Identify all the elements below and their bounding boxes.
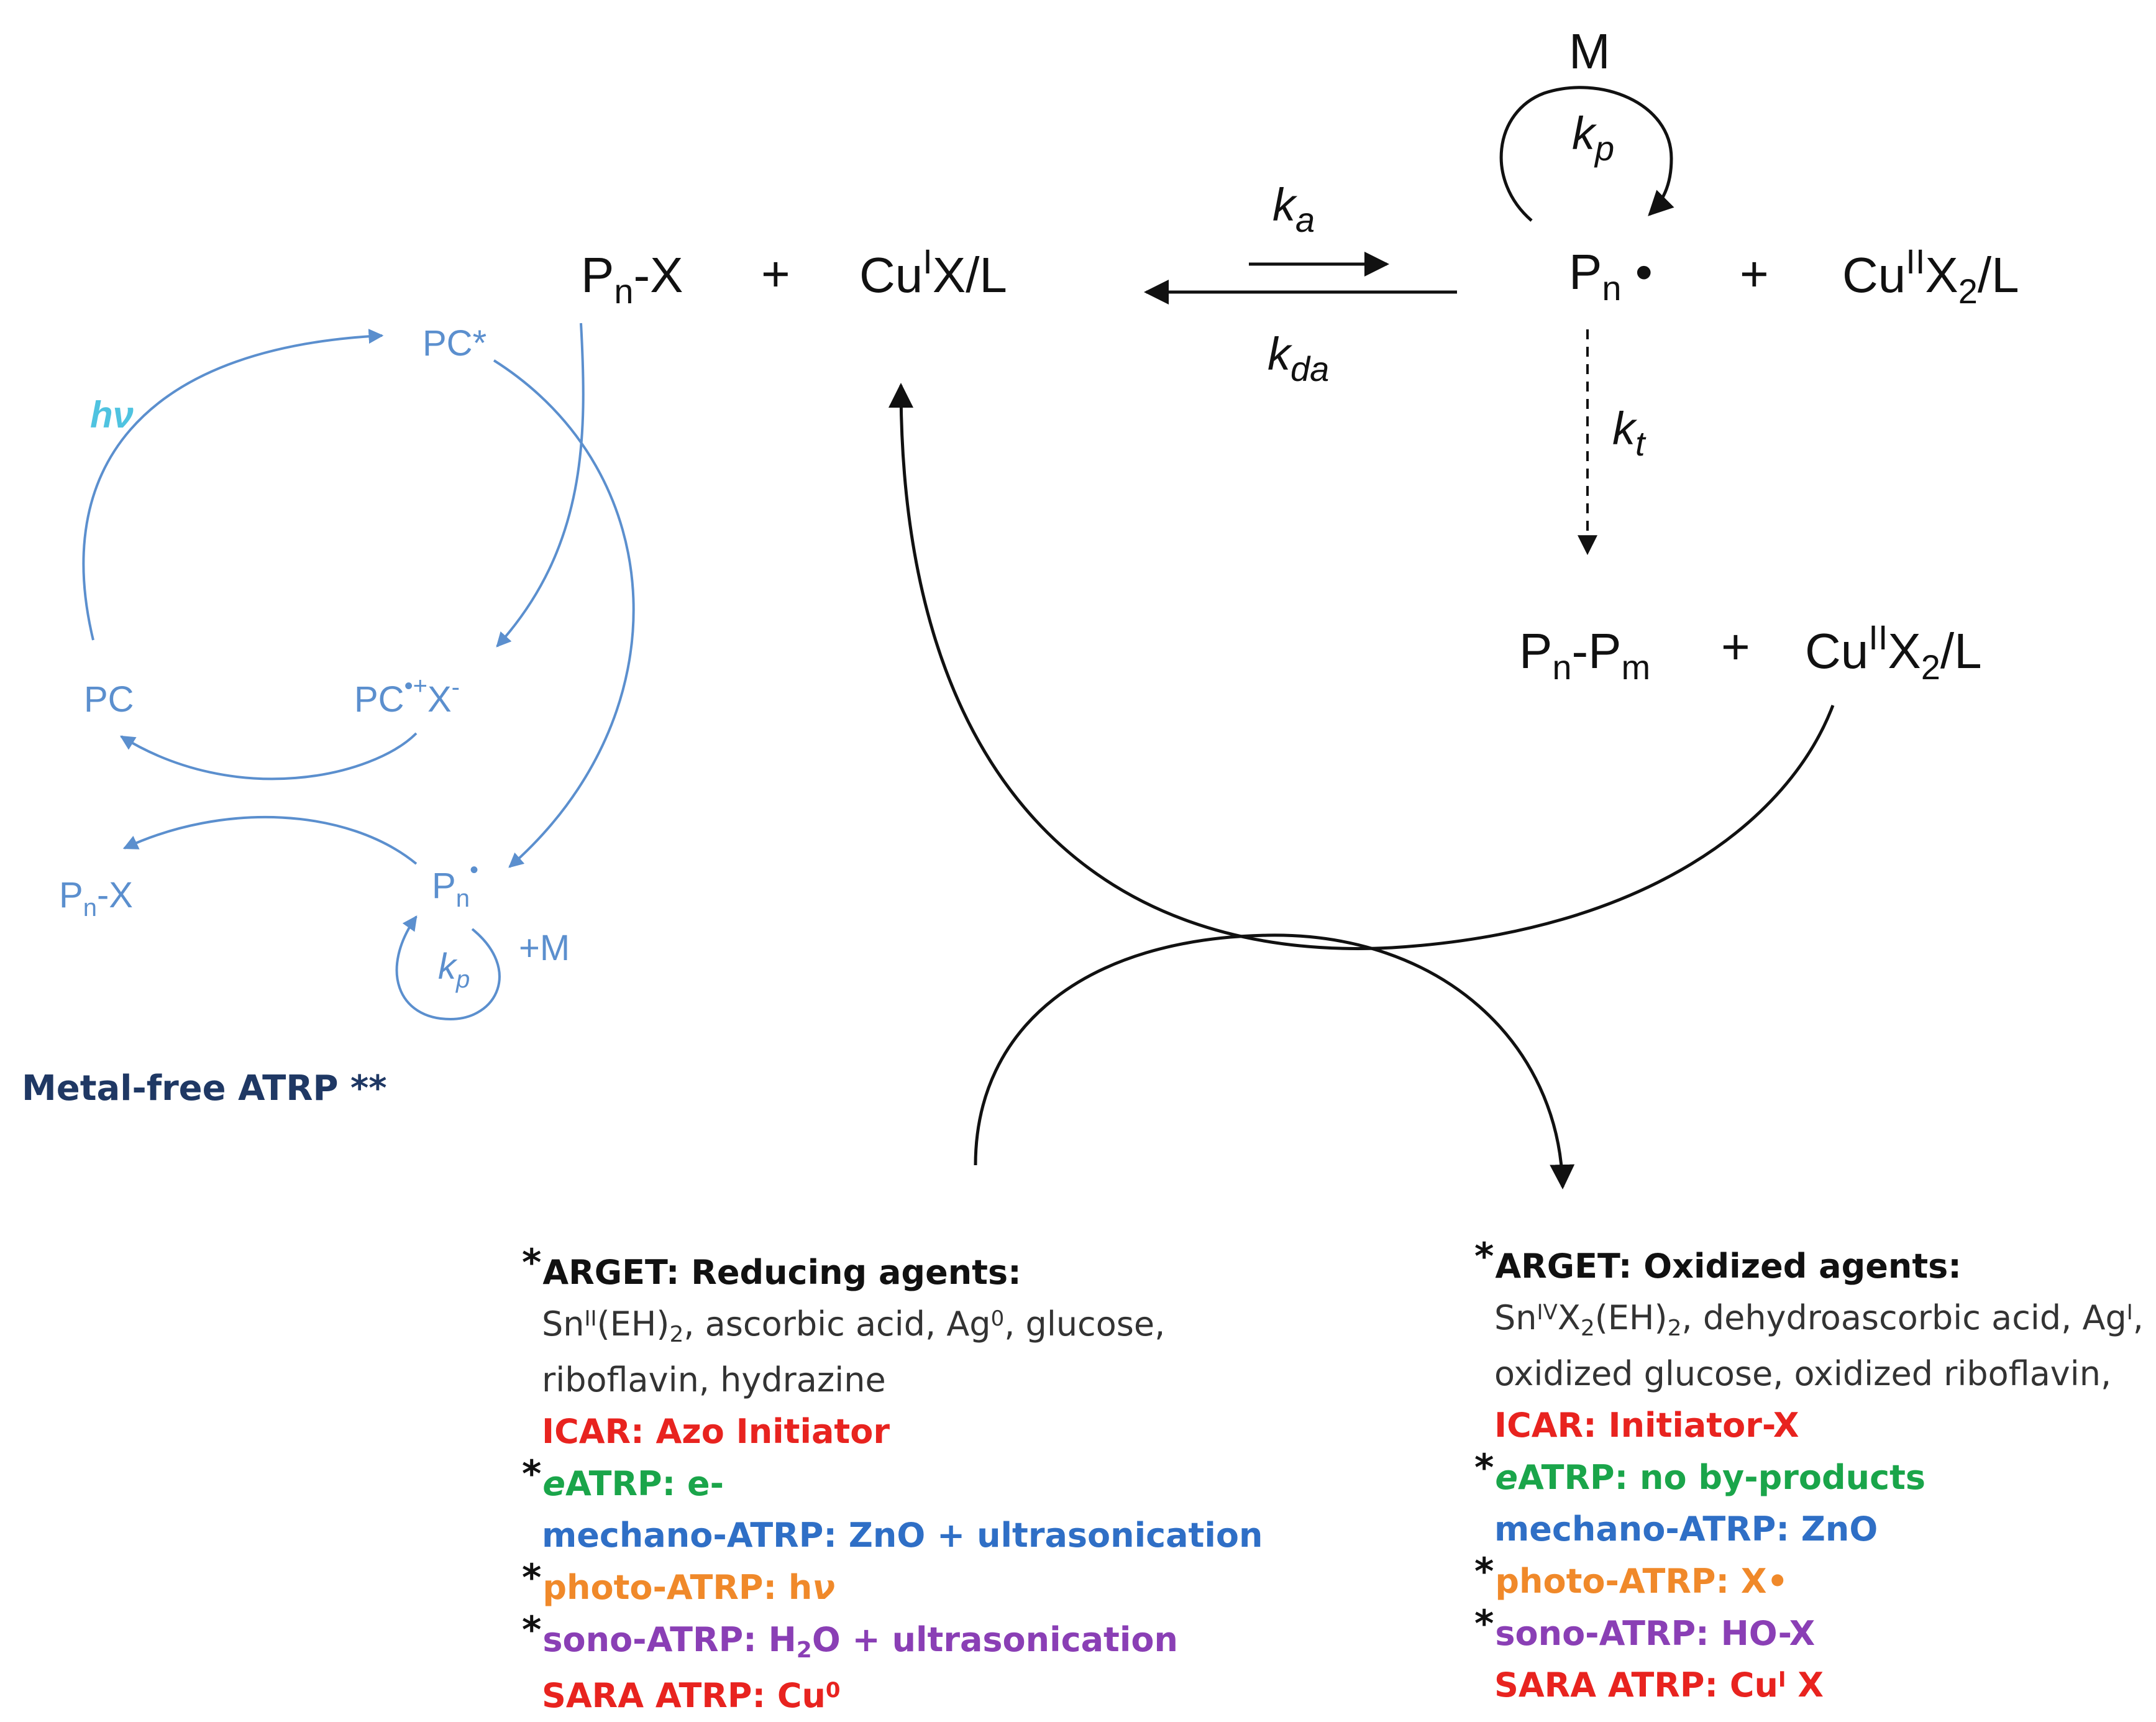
reactant-pn-x: Pn-X (581, 247, 683, 311)
termination-cu-ii-complex: CuIIX2/L (1805, 618, 1982, 687)
oxidized-eatrp: *eATRP: no by-products (1474, 1446, 1926, 1497)
reducing-to-oxidized-agent-arrow (974, 933, 1575, 1189)
reducing-agents-list-2: riboflavin, hydrazine (542, 1360, 886, 1399)
oxidized-icar: ICAR: Initiator-X (1494, 1406, 1799, 1445)
oxidized-agents-panel: *ARGET: Oxidized agents: SnIVX2(EH)2, de… (1474, 1235, 2144, 1711)
oxidized-heading: *ARGET: Oxidized agents: (1474, 1235, 1962, 1286)
oxidized-sono: *sono-ATRP: HO-X (1474, 1602, 1816, 1653)
oxidized-mechano: mechano-ATRP: ZnO (1494, 1509, 1878, 1549)
oxidized-sara: SARA ATRP: CuI X (1494, 1665, 1824, 1705)
rate-constant-kp: kp (1572, 108, 1614, 168)
pc-regeneration-arrow (119, 732, 418, 781)
oxidized-photo: *photo-ATRP: X• (1474, 1550, 1789, 1601)
pc-to-radical-cation-arrow (496, 323, 585, 648)
metal-free-pn-radical: Pn• (432, 856, 478, 912)
metal-free-pn-x: Pn-X (59, 875, 133, 922)
reducing-mechano: mechano-ATRP: ZnO + ultrasonication (542, 1516, 1263, 1555)
reducing-heading: *ARGET: Reducing agents: (522, 1241, 1021, 1292)
monomer-label: M (1569, 24, 1610, 79)
rate-constant-kda: kda (1268, 328, 1329, 388)
reactant-cu-i-complex: CuIX/L (859, 242, 1007, 303)
reducing-agents-panel: *ARGET: Reducing agents: SnII(EH)2, asco… (522, 1241, 1263, 1721)
oxidized-agents-list-2: oxidized glucose, oxidized riboflavin, (1494, 1354, 2112, 1393)
termination-product-pn-pm: Pn-Pm (1519, 623, 1650, 687)
photocatalyst-ground: PC (84, 679, 134, 720)
reducing-sara: SARA ATRP: Cu0 (542, 1676, 841, 1715)
reducing-agents-list-1: SnII(EH)2, ascorbic acid, Ag0, glucose, (542, 1304, 1166, 1347)
cu-ii-to-cu-i-regeneration-arrow (888, 383, 1835, 950)
reducing-sono: *sono-ATRP: H2O + ultrasonication (522, 1608, 1178, 1663)
excitation-arrow (82, 329, 384, 641)
metal-free-kp: kp (438, 946, 470, 993)
plus-sign-2: + (1740, 246, 1769, 301)
rate-constant-ka: ka (1272, 179, 1315, 239)
plus-sign-3: + (1721, 619, 1750, 674)
reducing-eatrp: *eATRP: e- (522, 1452, 724, 1503)
photocatalyst-excited: PC* (423, 323, 486, 364)
metal-free-propagation-loop (395, 915, 501, 1021)
photocatalyst-radical-cation: PC•+X- (354, 672, 460, 720)
reducing-photo: *photo-ATRP: hν (522, 1556, 836, 1607)
rate-constant-kt: kt (1612, 403, 1647, 463)
excited-pc-to-radical-arrow (493, 359, 635, 868)
hv-label: hν (90, 394, 134, 436)
reducing-icar: ICAR: Azo Initiator (542, 1412, 890, 1451)
plus-monomer-label: +M (519, 928, 570, 968)
propagation-loop-arrow (1499, 86, 1674, 222)
plus-sign-1: + (761, 246, 790, 301)
deactivation-to-pn-x-arrow (122, 815, 418, 865)
metal-free-atrp-title: Metal-free ATRP ** (22, 1068, 387, 1109)
product-cu-ii-complex: CuIIX2/L (1842, 242, 2019, 311)
oxidized-agents-list-1: SnIVX2(EH)2, dehydroascorbic acid, AgI, (1494, 1298, 2144, 1341)
product-radical: Pn • (1569, 244, 1653, 308)
